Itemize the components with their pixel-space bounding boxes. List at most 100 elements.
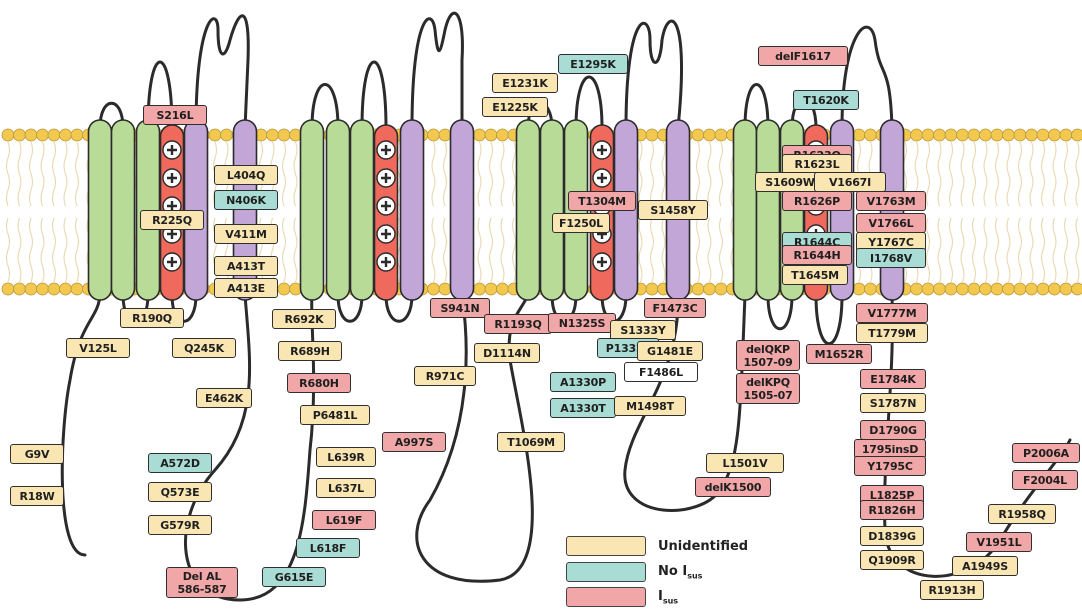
mutation-label: V1766L — [856, 213, 926, 233]
mutation-text: I1768V — [870, 252, 912, 265]
mutation-text: G615E — [275, 571, 314, 584]
mutation-label: E1231K — [492, 73, 558, 93]
mutation-label: A1949S — [952, 556, 1018, 576]
mutation-text: V1667I — [829, 176, 871, 189]
mutation-label: R1626P — [782, 191, 852, 211]
mutation-text: R680H — [299, 377, 339, 390]
mutation-label: Q573E — [148, 482, 212, 502]
mutation-label: V1667I — [814, 172, 886, 192]
helix-segment — [351, 120, 374, 300]
mutation-label: R1644H — [782, 245, 852, 265]
mutation-text: V1951L — [977, 536, 1022, 549]
mutation-text: R1623L — [795, 158, 840, 171]
mutation-label: M1498T — [614, 396, 686, 416]
mutation-label: R1958Q — [988, 504, 1056, 524]
mutation-text: delK1500 — [705, 481, 762, 494]
mutation-label: R1826H — [860, 500, 924, 520]
mutation-text: E1225K — [492, 101, 537, 114]
mutation-label: N406K — [214, 190, 278, 210]
mutation-text: F2004L — [1023, 474, 1067, 487]
mutation-text: T1645M — [791, 269, 839, 282]
legend-label-no-isus: No Isus — [658, 564, 702, 581]
mutation-text: G9V — [25, 448, 50, 461]
mutation-text: T1069M — [507, 436, 555, 449]
mutation-text: V125L — [79, 342, 116, 355]
mutation-text: A572D — [160, 457, 200, 470]
mutation-label: P6481L — [300, 405, 370, 425]
mutation-label: T1645M — [782, 265, 848, 285]
mutation-text: Del AL — [183, 570, 222, 583]
mutation-label: T1620K — [793, 90, 859, 110]
mutation-text: R692K — [285, 313, 324, 326]
plus-charge-icon — [377, 169, 395, 187]
mutation-text: L1501V — [723, 457, 768, 470]
helix-segment — [301, 120, 324, 300]
mutation-label: V1777M — [856, 303, 928, 323]
mutation-text: P6481L — [313, 409, 358, 422]
mutation-label: L637L — [316, 478, 376, 498]
mutation-label: E1295K — [558, 54, 628, 74]
mutation-label: R692K — [272, 309, 336, 329]
mutation-text: N406K — [226, 194, 266, 207]
mutation-text: M1498T — [626, 400, 674, 413]
mutation-text: R1193Q — [494, 318, 541, 331]
legend-label-isus: Isus — [658, 589, 678, 606]
mutation-text: Y1795C — [867, 460, 912, 473]
mutation-text: E1231K — [502, 77, 547, 90]
plus-charge-icon — [593, 141, 611, 159]
mutation-label: A413E — [214, 278, 278, 298]
mutation-text-line2: 1507-09 — [743, 356, 792, 369]
legend-no-isus: No Isus — [566, 562, 702, 582]
mutation-label: G9V — [10, 444, 64, 464]
mutation-text: F1250L — [559, 217, 603, 230]
helix-segment — [541, 120, 564, 300]
mutation-label: R1913H — [920, 580, 984, 600]
mutation-label: R190Q — [120, 308, 184, 328]
mutation-label: G1481E — [637, 341, 703, 361]
mutation-text: 1795insD — [862, 443, 918, 456]
mutation-label: R225Q — [140, 210, 204, 230]
mutation-label: T1069M — [497, 432, 565, 452]
mutation-text: delKPQ — [746, 376, 790, 389]
mutation-text: R1826H — [868, 504, 915, 517]
mutation-text: R1626P — [794, 195, 840, 208]
mutation-label: M1652R — [806, 344, 872, 364]
mutation-label: S1458Y — [638, 200, 708, 220]
mutation-label: A572D — [148, 453, 212, 473]
mutation-text: A413E — [227, 282, 265, 295]
mutation-label: V1951L — [966, 532, 1032, 552]
mutation-text: L639R — [327, 451, 364, 464]
mutation-text-line2: 1505-07 — [743, 389, 792, 402]
mutation-label: E1225K — [482, 97, 548, 117]
mutation-label: L619F — [312, 510, 376, 530]
mutation-label: D1839G — [860, 526, 924, 546]
mutation-label: S941N — [430, 298, 490, 318]
mutation-label: D1114N — [474, 343, 540, 363]
mutation-text-line2: 586-587 — [177, 583, 226, 596]
helix-segment — [734, 120, 757, 300]
mutation-label: Q245K — [172, 338, 236, 358]
mutation-text: L618F — [310, 542, 347, 555]
helix-segment — [89, 120, 112, 300]
mutation-label: E1784K — [860, 369, 926, 389]
mutation-label: A997S — [382, 432, 446, 452]
mutation-text: D1790G — [869, 424, 917, 437]
legend-swatch-no-isus — [566, 562, 646, 582]
mutation-text: R18W — [19, 490, 54, 503]
mutation-text: A1330T — [560, 402, 605, 415]
mutation-text: R689H — [290, 345, 330, 358]
plus-charge-icon — [377, 197, 395, 215]
plus-charge-icon — [163, 141, 181, 159]
mutation-text: L619F — [326, 514, 363, 527]
mutation-text: L404Q — [227, 169, 265, 182]
mutation-text: G579R — [160, 519, 199, 532]
mutation-label: N1325S — [548, 313, 616, 333]
mutation-text: A997S — [395, 436, 433, 449]
plus-charge-icon — [593, 253, 611, 271]
mutation-text: Q573E — [161, 486, 200, 499]
legend-swatch-isus — [566, 587, 646, 607]
mutation-label: F1486L — [624, 362, 698, 382]
